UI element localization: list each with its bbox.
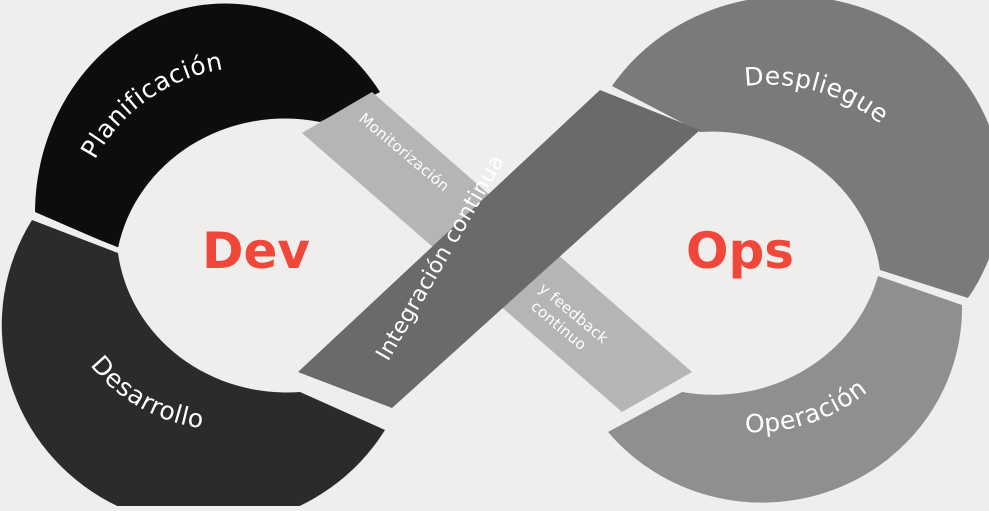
segment-development <box>1 220 385 511</box>
divider-left <box>31 213 119 253</box>
divider-right <box>879 270 967 304</box>
band-integration <box>298 90 700 408</box>
segment-deployment <box>612 0 989 298</box>
label-ops: Ops <box>686 222 794 280</box>
segment-operation <box>608 276 963 503</box>
label-dev: Dev <box>202 222 310 280</box>
segment-planning <box>35 3 380 249</box>
